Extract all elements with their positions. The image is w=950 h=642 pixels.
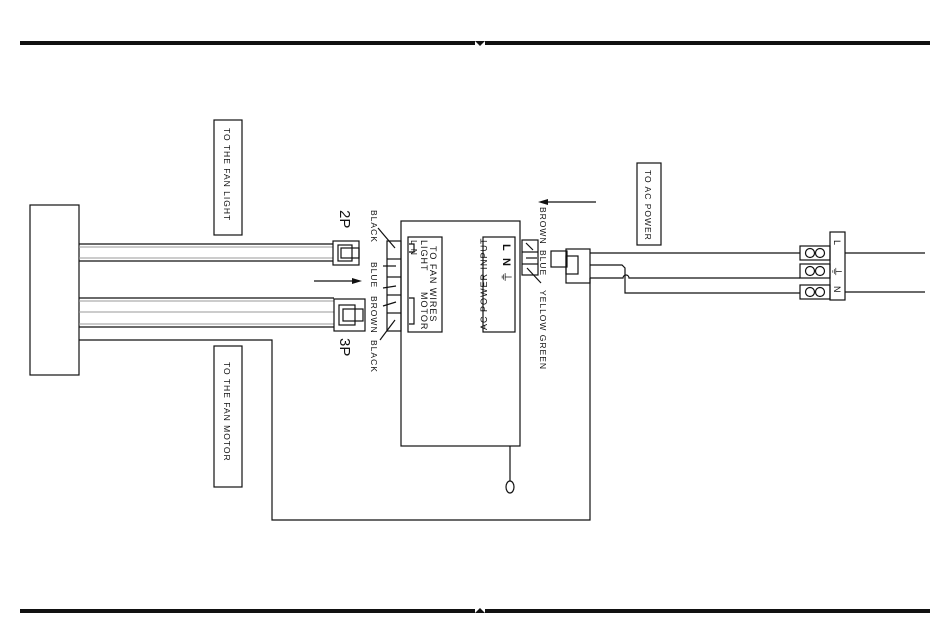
label-2p: 2P bbox=[336, 210, 353, 228]
terminal-l-label: L bbox=[832, 240, 842, 245]
connector-2p bbox=[332, 240, 360, 266]
light-bracket bbox=[409, 243, 415, 253]
wire-label-blue-ac: BLUE bbox=[538, 250, 548, 276]
right-terminal-strip bbox=[521, 239, 542, 284]
bottom-rule bbox=[20, 608, 930, 613]
motor-wires bbox=[79, 297, 334, 328]
connector-3p bbox=[333, 298, 366, 332]
ground-icon: ⏚ bbox=[499, 271, 513, 283]
fan-wires-panel bbox=[407, 236, 443, 333]
arrow-right-icon bbox=[314, 278, 362, 284]
motor-label: MOTOR bbox=[419, 292, 429, 330]
fan-motor-label: TO THE FAN MOTOR bbox=[222, 362, 232, 462]
ac-input-panel bbox=[482, 236, 516, 333]
callout-fan-light: TO THE FAN LIGHT bbox=[213, 119, 243, 236]
ac-connector bbox=[550, 248, 591, 284]
wire-label-black-2: BLACK bbox=[369, 340, 379, 373]
wire-label-blue: BLUE bbox=[369, 262, 379, 288]
label-3p: 3P bbox=[336, 338, 353, 356]
top-rule bbox=[20, 41, 930, 46]
wire-label-black-1: BLACK bbox=[369, 210, 379, 243]
wire-label-brown: BROWN bbox=[369, 296, 379, 334]
supply-wires bbox=[590, 252, 925, 294]
motor-bracket bbox=[409, 297, 415, 325]
callout-ac-power: TO AC POWER bbox=[636, 162, 662, 246]
ac-power-input-label: AC POWER INPUT bbox=[479, 237, 489, 330]
wire-label-yellow-green: YELLOW GREEN bbox=[538, 290, 548, 370]
light-label: LIGHT bbox=[419, 240, 429, 272]
ground-wire-loop bbox=[79, 278, 591, 521]
light-wires bbox=[79, 243, 333, 262]
terminal-ground-icon: ⏚ bbox=[830, 266, 843, 277]
terminal-block bbox=[799, 231, 846, 301]
fan-light-label: TO THE FAN LIGHT bbox=[222, 128, 232, 221]
antenna-icon bbox=[505, 480, 515, 494]
ac-power-label: TO AC POWER bbox=[643, 170, 653, 241]
callout-fan-motor: TO THE FAN MOTOR bbox=[213, 345, 243, 488]
receiver-box bbox=[400, 220, 521, 447]
left-terminal-strip bbox=[377, 227, 402, 341]
ac-l-label: L bbox=[500, 244, 512, 251]
arrow-left-icon bbox=[538, 199, 596, 205]
ac-n-label: N bbox=[500, 258, 512, 266]
fan-wires-title: TO FAN WIRES bbox=[428, 246, 438, 322]
fan-unit-box bbox=[29, 204, 80, 376]
terminal-n-label: N bbox=[832, 286, 842, 293]
wire-label-brown-ac: BROWN bbox=[538, 207, 548, 245]
